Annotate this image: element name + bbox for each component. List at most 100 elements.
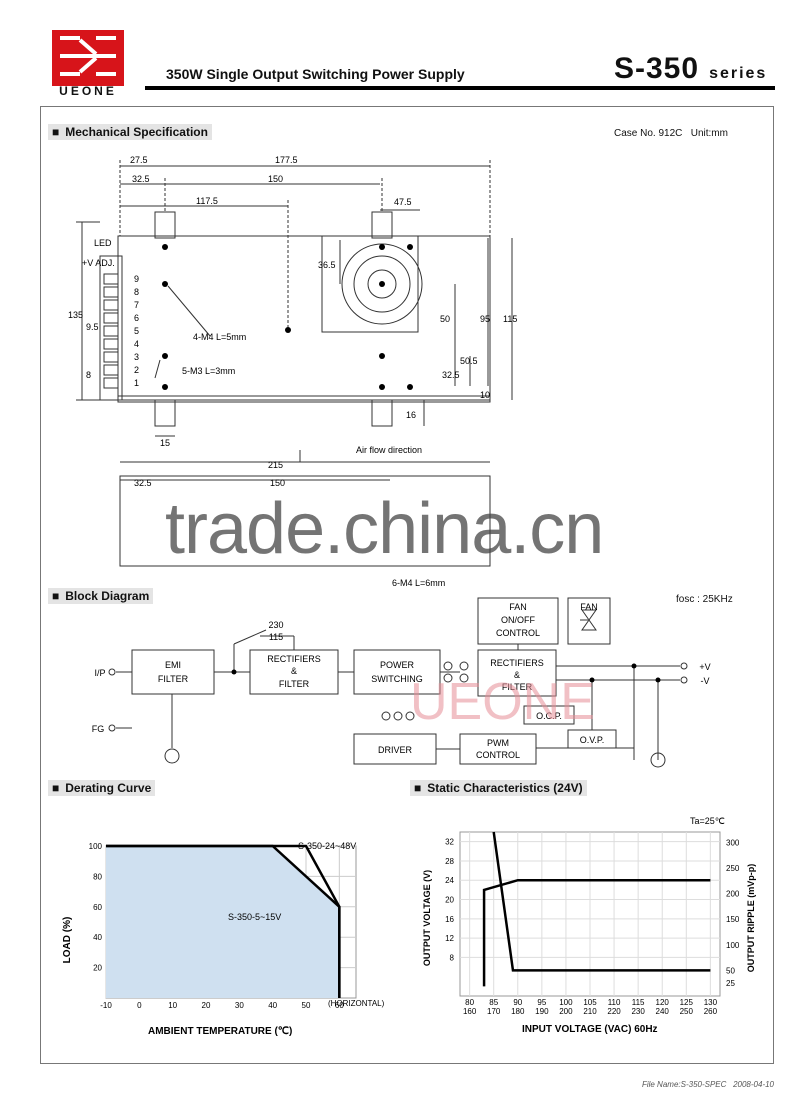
- y-tick-label: 20: [93, 964, 102, 973]
- static-section-title: Static Characteristics (24V): [410, 780, 587, 796]
- vplus-label: +V: [699, 662, 710, 672]
- x-tick-label: 50: [302, 1001, 311, 1010]
- svg-text:CONTROL: CONTROL: [476, 750, 520, 760]
- y-right-tick-label: 150: [726, 915, 740, 924]
- dim-32-5b: 32.5: [442, 370, 460, 380]
- y-right-tick-label: 250: [726, 864, 740, 873]
- x-tick-label: -10: [100, 1001, 112, 1010]
- x-tick-label: 100: [559, 998, 573, 1007]
- label-5-15v: S-350-5~15V: [228, 912, 281, 922]
- side-view-outline: [119, 475, 491, 567]
- dim-9-5: 9.5: [86, 322, 99, 332]
- y-right-tick-label: 200: [726, 890, 740, 899]
- dim-36-5: 36.5: [318, 260, 336, 270]
- x-tick-label: 85: [489, 998, 498, 1007]
- svg-text:EMI: EMI: [165, 660, 181, 670]
- mechanical-drawing: 27.5 177.5 32.5 150 47.5 117.5 36.5 135 …: [68, 155, 517, 588]
- y-tick-label: 100: [89, 842, 103, 851]
- x-tick-label-alt: 220: [607, 1007, 621, 1016]
- x-tick-label-alt: 260: [704, 1007, 718, 1016]
- y-left-tick-label: 28: [445, 857, 454, 866]
- svg-text:4: 4: [134, 339, 139, 349]
- y-axis-label: LOAD (%): [62, 917, 73, 964]
- block-diagram: I/P FG 230 115 EMI FILTER RECTIFIERS & F…: [92, 597, 711, 768]
- y-right-tick-label: 300: [726, 838, 740, 847]
- svg-text:ON/OFF: ON/OFF: [501, 615, 535, 625]
- y-right-tick-label: 50: [726, 966, 735, 975]
- svg-text:POWER: POWER: [380, 660, 415, 670]
- svg-text:9: 9: [134, 274, 139, 284]
- header-rule: [145, 86, 775, 90]
- x-tick-label: 40: [268, 1001, 277, 1010]
- case-number: Case No. 912C Unit:mm: [614, 128, 728, 139]
- x-tick-label-alt: 210: [583, 1007, 597, 1016]
- dim-150: 150: [268, 174, 283, 184]
- x-tick-label-alt: 180: [511, 1007, 525, 1016]
- mechanical-section-title: Mechanical Specification: [48, 124, 212, 140]
- dim-117-5: 117.5: [196, 196, 218, 206]
- dim-47-5: 47.5: [394, 197, 412, 207]
- y-axis-left-label: OUTPUT VOLTAGE (V): [422, 870, 432, 966]
- y-right-tick-label: 100: [726, 941, 740, 950]
- svg-text:1: 1: [134, 378, 139, 388]
- v230-label: 230: [268, 620, 283, 630]
- ueone-logo: [52, 30, 124, 86]
- svg-text:8: 8: [134, 287, 139, 297]
- svg-text:&: &: [514, 670, 520, 680]
- y-tick-label: 40: [93, 933, 102, 942]
- x-tick-label-alt: 190: [535, 1007, 549, 1016]
- file-name-footer: File Name:S-350-SPEC 2008-04-10: [641, 1080, 774, 1089]
- dim-177-5: 177.5: [275, 155, 298, 165]
- x-tick-label: 90: [513, 998, 522, 1007]
- static-chart: Ta=25℃ 322824201612830025020015010050258…: [422, 816, 756, 1035]
- x-tick-label-alt: 240: [656, 1007, 670, 1016]
- svg-text:RECTIFIERS: RECTIFIERS: [267, 654, 321, 664]
- dim-32-5: 32.5: [132, 174, 150, 184]
- x-tick-label-alt: 250: [680, 1007, 694, 1016]
- svg-text:FILTER: FILTER: [502, 682, 533, 692]
- dim-150b: 150: [270, 478, 285, 488]
- fg-label: FG: [92, 724, 105, 734]
- dim-215: 215: [268, 460, 283, 470]
- watermark-ueone: UEONE: [410, 673, 595, 731]
- x-tick-label: 105: [583, 998, 597, 1007]
- watermark-trade-china: trade.china.cn: [165, 489, 604, 569]
- brand-name: UEONE: [59, 84, 117, 98]
- series-5-15v: [106, 844, 341, 998]
- vminus-label: -V: [701, 676, 710, 686]
- m4-label: 4-M4 L=5mm: [193, 332, 246, 342]
- airflow-label: Air flow direction: [356, 445, 422, 455]
- dim-8: 8: [86, 370, 91, 380]
- y-right-tick-label: 25: [726, 979, 735, 988]
- svg-text:6: 6: [134, 313, 139, 323]
- x-axis-label: AMBIENT TEMPERATURE (℃): [148, 1026, 292, 1037]
- svg-text:&: &: [291, 666, 297, 676]
- svg-text:5: 5: [134, 326, 139, 336]
- y-left-tick-label: 16: [445, 915, 454, 924]
- x-tick-label: 95: [537, 998, 546, 1007]
- svg-text:SWITCHING: SWITCHING: [371, 674, 423, 684]
- ovp-label: O.V.P.: [580, 735, 605, 745]
- terminal-block: [103, 273, 119, 389]
- block-section-title: Block Diagram: [48, 588, 154, 604]
- output-ripple-line: [492, 831, 711, 972]
- dim-50-5: 50.5: [460, 356, 478, 366]
- spec-frame: [40, 106, 774, 1064]
- ip-label: I/P: [94, 668, 105, 678]
- svg-text:FILTER: FILTER: [279, 679, 310, 689]
- y-tick-label: 80: [93, 872, 102, 881]
- ocp-label: O.C.P.: [536, 711, 562, 721]
- svg-text:FAN: FAN: [509, 602, 527, 612]
- y-left-tick-label: 32: [445, 838, 454, 847]
- svg-text:2: 2: [134, 365, 139, 375]
- y-left-tick-label: 24: [445, 876, 454, 885]
- fan-label: FAN: [580, 602, 598, 612]
- x-tick-label: 130: [704, 998, 718, 1007]
- y-left-tick-label: 12: [445, 934, 454, 943]
- svg-text:FILTER: FILTER: [158, 674, 189, 684]
- x-tick-label: 125: [680, 998, 694, 1007]
- x-tick-label-alt: 160: [463, 1007, 477, 1016]
- case-outline: [117, 235, 491, 401]
- derating-area: [106, 846, 340, 998]
